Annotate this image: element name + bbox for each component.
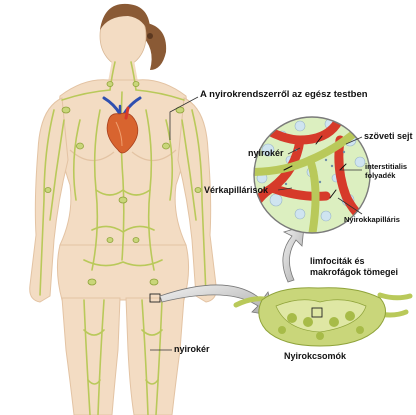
label-lymph-nodes: Nyirokcsomók [284, 351, 347, 361]
right-leg [125, 297, 185, 415]
lymph-capillary-vessel [254, 128, 360, 233]
label-lymph-vessel-circle: nyirokér [248, 148, 284, 158]
lymph-node [233, 287, 413, 347]
lymph-nodes-body [44, 81, 202, 286]
flow-arrows [283, 135, 347, 199]
detail-box-node [311, 307, 323, 318]
torso [57, 79, 189, 246]
left-leg [61, 297, 121, 415]
label-lymphocytes-1: limfociták és [310, 256, 365, 266]
hair [100, 3, 151, 36]
hair-ponytail [140, 22, 167, 70]
lymph-node-cortex [275, 299, 367, 333]
hair-tie [147, 33, 153, 39]
lymphatic-vessels-body [39, 61, 207, 415]
label-lymphocytes-2: makrofágok tömegei [310, 267, 399, 277]
leader-lines-circle [277, 136, 363, 215]
heart [106, 106, 139, 154]
arrow-node-to-circle [282, 225, 305, 283]
leader-line-lymph-system [169, 96, 199, 140]
label-lymph-vessel-leg: nyirokér [174, 344, 210, 354]
label-tissue-cell: szöveti sejt [364, 131, 413, 141]
label-interstitial-fluid-2: folyadék [365, 171, 396, 180]
detail-box-thigh [149, 293, 161, 303]
label-blood-capillaries: Vérkapillárisok [204, 185, 269, 195]
label-lymph-system: A nyirokrendszerről az egész testben [200, 89, 368, 100]
lymph-node-follicles [278, 311, 364, 340]
label-interstitial-fluid-1: interstitialis [365, 162, 408, 171]
left-arm [29, 97, 69, 303]
human-body-figure [29, 3, 217, 415]
label-lymph-capillary: Nyirokkapilláris [344, 215, 400, 224]
neck [108, 60, 138, 82]
